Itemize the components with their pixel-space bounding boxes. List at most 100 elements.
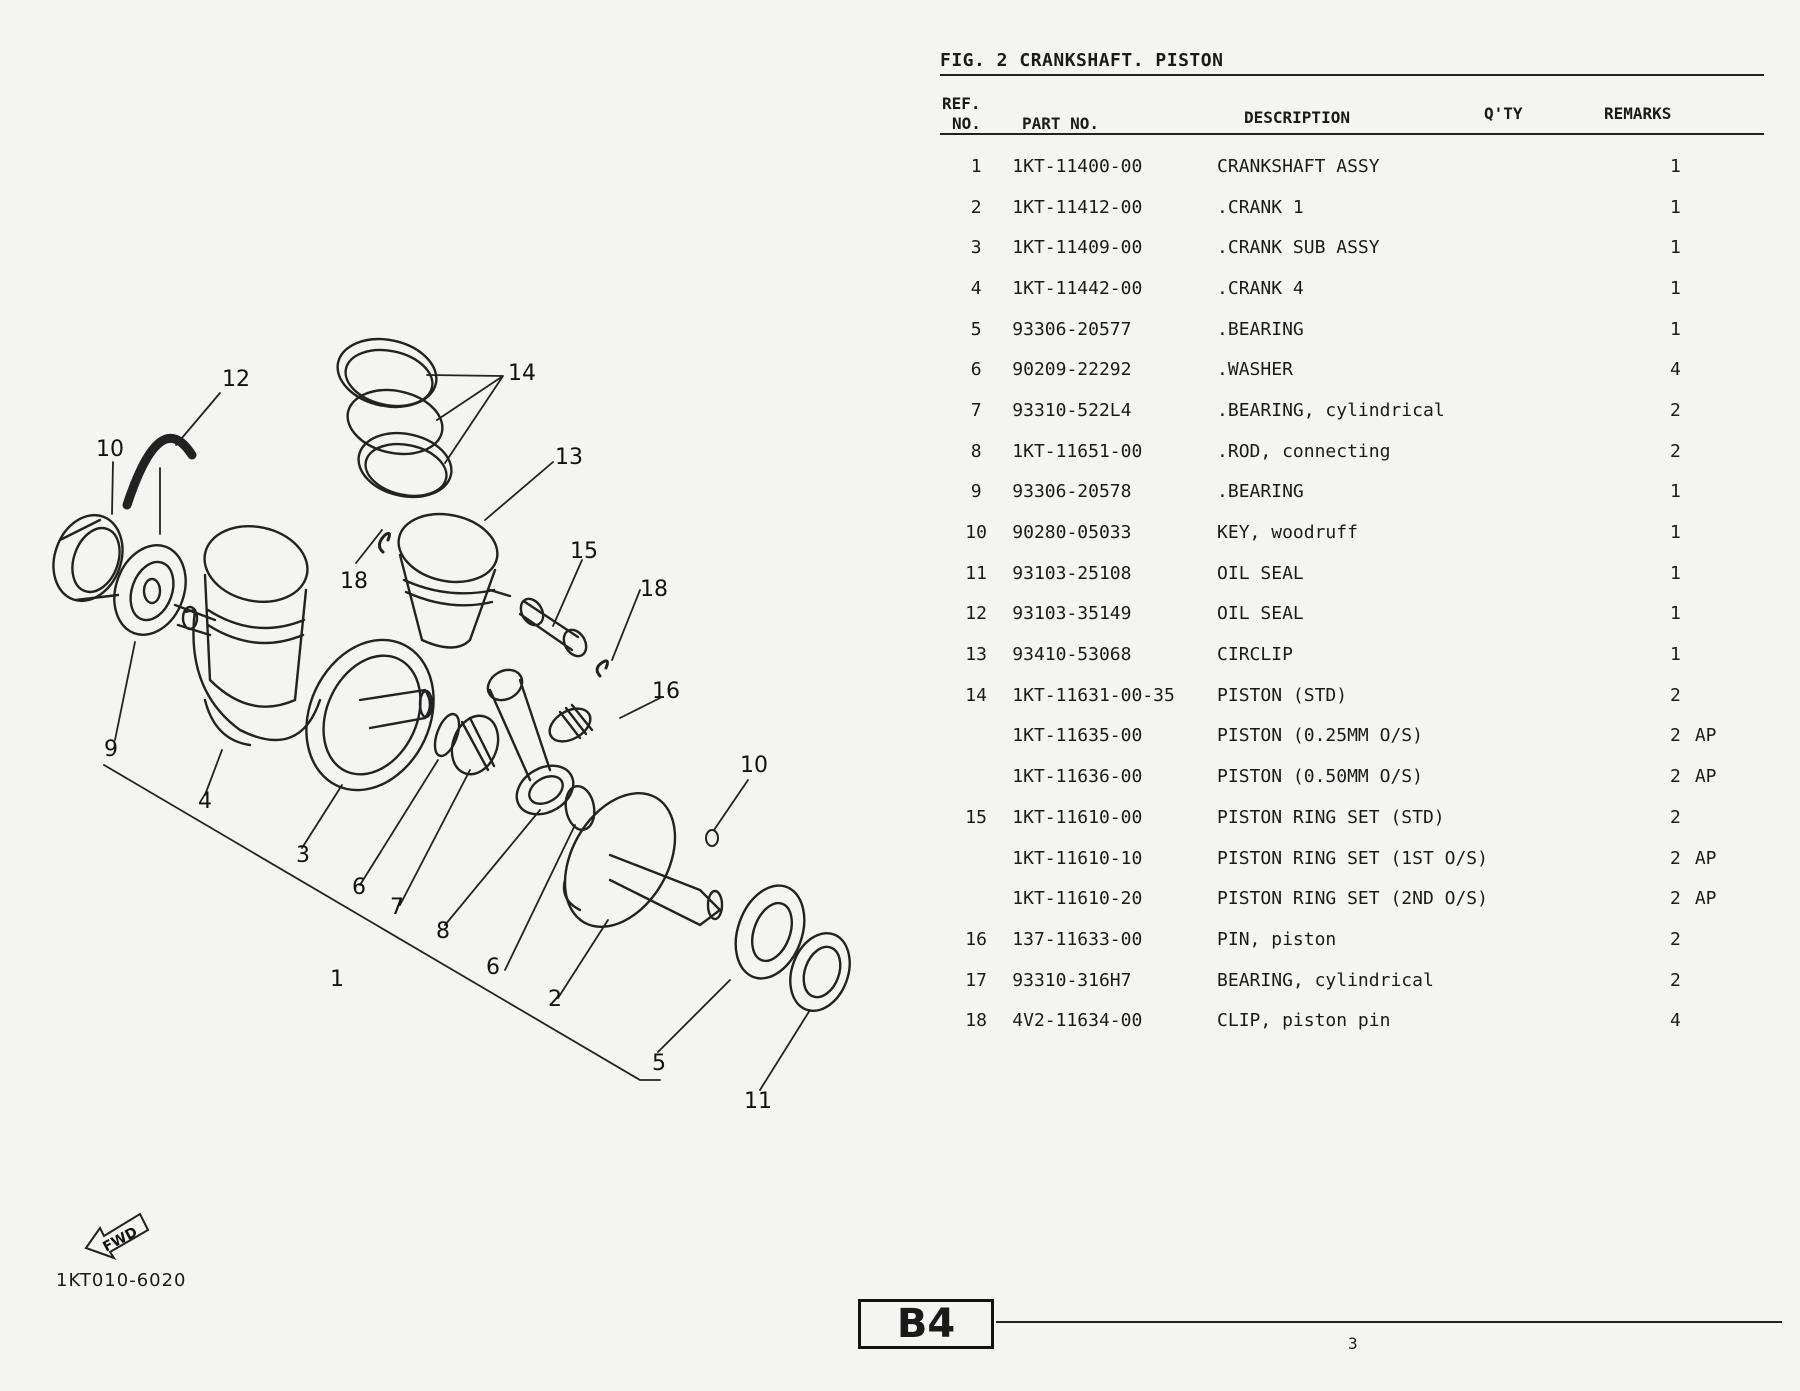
page-number: 3: [1348, 1334, 1358, 1353]
remarks-cell: [1681, 187, 1770, 228]
description-cell: OIL SEAL: [1217, 603, 1304, 625]
bearing-9-drawing: [113, 544, 187, 636]
qty-cell: 1: [1669, 562, 1681, 584]
remarks-cell: [1681, 431, 1770, 472]
part-no-cell: 1KT-11409-00: [1012, 237, 1143, 259]
header-ref-line1: REF.: [942, 94, 981, 113]
callout-5: 5: [652, 1051, 666, 1076]
description-cell: CRANKSHAFT ASSY: [1217, 155, 1380, 177]
ref-cell: 5: [970, 318, 982, 340]
ref-cell: 16: [965, 928, 987, 950]
qty-cell: 2: [1669, 440, 1681, 462]
ref-cell: 4: [970, 277, 982, 299]
qty-cell: 2: [1669, 847, 1681, 869]
description-cell: .WASHER: [1217, 359, 1293, 381]
callout-9: 9: [104, 737, 118, 762]
part-no-cell: 1KT-11610-00: [1012, 806, 1143, 828]
remarks-cell: [1681, 390, 1770, 431]
callout-16: 15: [570, 539, 598, 564]
part-no-cell: 90209-22292: [1012, 359, 1132, 381]
washer-6a-drawing: [433, 712, 461, 758]
callout-14: 13: [555, 445, 583, 470]
remarks-cell: [1681, 675, 1770, 716]
connecting-rod-drawing: [486, 668, 575, 816]
description-cell: .ROD, connecting: [1217, 440, 1391, 462]
ref-cell: 14: [965, 684, 987, 706]
bearing-7-drawing: [450, 714, 500, 776]
ref-cell: 18: [965, 1010, 987, 1032]
remarks-cell: [1681, 349, 1770, 390]
callout-15: 14: [508, 361, 536, 386]
ref-cell: 2: [970, 196, 982, 218]
remarks-cell: [1681, 472, 1770, 513]
description-cell: .BEARING: [1217, 318, 1304, 340]
header-top-rule: [940, 74, 1764, 76]
remarks-cell: [1681, 1000, 1770, 1041]
part-no-cell: 1KT-11635-00: [1012, 725, 1143, 747]
part-no-cell: 1KT-11610-20: [1012, 888, 1143, 910]
qty-cell: 1: [1669, 237, 1681, 259]
part-no-cell: 93310-316H7: [1012, 969, 1132, 991]
header-part-no: PART NO.: [1022, 114, 1100, 133]
oil-seal-12-drawing: [52, 513, 124, 603]
part-no-cell: 93306-20577: [1012, 318, 1132, 340]
description-cell: PISTON (0.25MM O/S): [1217, 725, 1423, 747]
part-no-cell: 93310-522L4: [1012, 399, 1132, 421]
part-no-cell: 1KT-11610-10: [1012, 847, 1143, 869]
part-no-cell: 1KT-11636-00: [1012, 766, 1143, 788]
part-no-cell: 1KT-11442-00: [1012, 277, 1143, 299]
callout-4: 4: [198, 789, 212, 814]
piston-14-drawing: [397, 512, 512, 649]
description-cell: .CRANK 4: [1217, 277, 1304, 299]
description-cell: CIRCLIP: [1217, 644, 1293, 666]
part-no-cell: 1KT-11651-00: [1012, 440, 1143, 462]
callout-18a: 18: [340, 569, 368, 594]
description-cell: CLIP, piston pin: [1217, 1010, 1391, 1032]
figure-title: FIG. 2 CRANKSHAFT. PISTON: [940, 50, 1224, 71]
ref-cell: 9: [970, 481, 982, 503]
qty-cell: 1: [1669, 644, 1681, 666]
piston-rings-drawing: [336, 337, 453, 499]
description-cell: KEY, woodruff: [1217, 522, 1358, 544]
diagram-code: 1KT010-6020: [56, 1270, 187, 1291]
description-cell: PIN, piston: [1217, 928, 1337, 950]
part-no-cell: 137-11633-00: [1012, 928, 1143, 950]
footer-rule: [996, 1321, 1782, 1323]
header-bottom-rule: [940, 133, 1764, 135]
remarks-cell: AP: [1694, 725, 1717, 747]
callout-8: 8: [436, 919, 450, 944]
callout-17: 16: [652, 679, 680, 704]
piston-pin-drawing: [518, 597, 588, 658]
ref-cell: [940, 838, 1012, 879]
page-code-box: B4: [858, 1299, 994, 1349]
oil-seal-11-drawing: [789, 932, 851, 1012]
piston-assembled-drawing: [203, 525, 309, 708]
part-no-cell: 1KT-11631-00-35: [1012, 684, 1175, 706]
ref-cell: [940, 756, 1012, 797]
remarks-cell: [1681, 227, 1770, 268]
description-cell: PISTON RING SET (1ST O/S): [1217, 847, 1488, 869]
ref-cell: 8: [970, 440, 982, 462]
part-no-cell: 93103-35149: [1012, 603, 1132, 625]
remarks-cell: [1681, 553, 1770, 594]
remarks-cell: [1681, 309, 1770, 350]
part-no-cell: 1KT-11400-00: [1012, 155, 1143, 177]
qty-cell: 2: [1669, 806, 1681, 828]
bearing-5-drawing: [734, 884, 806, 980]
ref-cell: 13: [965, 644, 987, 666]
ref-cell: [940, 878, 1012, 919]
remarks-cell: [1681, 797, 1770, 838]
qty-cell: 1: [1669, 196, 1681, 218]
